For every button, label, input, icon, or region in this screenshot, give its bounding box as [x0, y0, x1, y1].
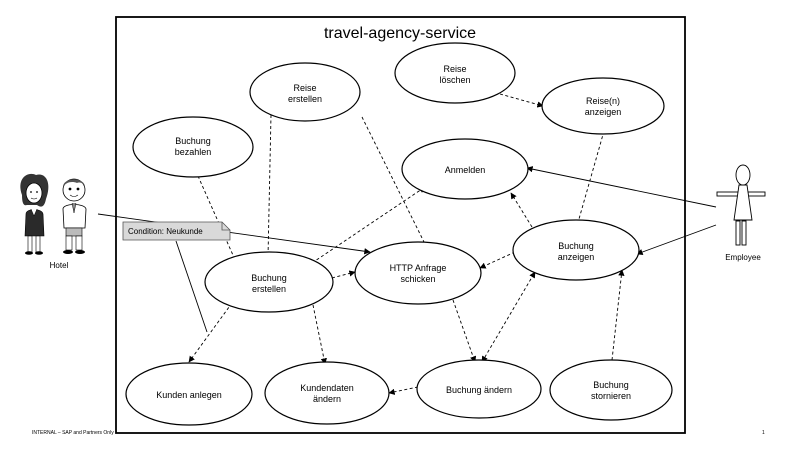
- svg-text:löschen: löschen: [439, 75, 470, 85]
- footer-classification: INTERNAL – SAP and Partners Only: [32, 430, 114, 436]
- usecase-kunden-anlegen[interactable]: Kunden anlegen: [125, 362, 253, 426]
- svg-text:HTTP Anfrage: HTTP Anfrage: [390, 263, 447, 273]
- svg-text:schicken: schicken: [400, 274, 435, 284]
- usecase-buchung-stornieren[interactable]: Buchung stornieren: [549, 359, 673, 421]
- employee-actor-icon: [716, 164, 766, 246]
- assoc-employee-anmelden: [526, 166, 717, 208]
- hotel-actor-label: Hotel: [50, 261, 69, 270]
- assoc-hotel-http: [97, 213, 371, 255]
- dep-reise-loeschen-reise-anzeigen: [499, 93, 544, 108]
- assoc-employee-buchung-anzeigen: [636, 224, 717, 256]
- usecase-reise-erstellen[interactable]: Reise erstellen: [249, 62, 361, 122]
- footer-page-number: 1: [762, 430, 765, 436]
- svg-text:bezahlen: bezahlen: [175, 147, 212, 157]
- svg-text:Kunden anlegen: Kunden anlegen: [156, 390, 222, 400]
- dep-stornieren-buchung-anzeigen: [611, 269, 625, 361]
- svg-text:Buchung: Buchung: [593, 380, 629, 390]
- condition-note-text: Condition: Neukunde: [128, 227, 203, 236]
- svg-text:anzeigen: anzeigen: [585, 107, 622, 117]
- svg-text:ändern: ändern: [313, 394, 341, 404]
- note-anchor-line: [175, 240, 208, 333]
- svg-text:erstellen: erstellen: [252, 284, 286, 294]
- svg-text:stornieren: stornieren: [591, 391, 631, 401]
- usecase-buchung-bezahlen[interactable]: Buchung bezahlen: [132, 116, 254, 178]
- svg-text:Reise: Reise: [443, 64, 466, 74]
- svg-text:Kundendaten: Kundendaten: [300, 383, 354, 393]
- dep-buchung-aendern-kundendaten: [388, 386, 419, 395]
- hotel-actor-icon: [20, 173, 87, 255]
- svg-text:anzeigen: anzeigen: [558, 252, 595, 262]
- condition-note: Condition: Neukunde: [122, 221, 231, 241]
- svg-text:Buchung: Buchung: [251, 273, 287, 283]
- svg-text:Reise: Reise: [293, 83, 316, 93]
- svg-text:Buchung: Buchung: [558, 241, 594, 251]
- dep-buchung-anzeigen-http: [479, 251, 516, 269]
- svg-text:Anmelden: Anmelden: [445, 165, 486, 175]
- usecase-reise-loeschen[interactable]: Reise löschen: [394, 42, 516, 104]
- usecase-buchung-erstellen[interactable]: Buchung erstellen: [204, 251, 334, 313]
- employee-actor-label: Employee: [725, 253, 761, 262]
- dep-buchung-erstellen-http: [331, 270, 356, 279]
- svg-text:Buchung ändern: Buchung ändern: [446, 385, 512, 395]
- svg-text:erstellen: erstellen: [288, 94, 322, 104]
- dep-reise-erstellen-buchung-erstellen: [264, 114, 272, 258]
- usecase-http-anfrage-schicken[interactable]: HTTP Anfrage schicken: [354, 241, 482, 305]
- dep-buchung-aendern-buchung-anzeigen: [481, 271, 536, 363]
- usecase-kundendaten-aendern[interactable]: Kundendaten ändern: [264, 361, 390, 425]
- dep-bezahlen-buchung-erstellen: [197, 175, 237, 263]
- svg-text:Reise(n): Reise(n): [586, 96, 620, 106]
- usecase-buchung-anzeigen[interactable]: Buchung anzeigen: [512, 219, 640, 281]
- dep-buchung-erstellen-kunden-anlegen: [188, 302, 233, 363]
- usecase-buchung-aendern[interactable]: Buchung ändern: [416, 359, 542, 419]
- usecase-reise-anzeigen[interactable]: Reise(n) anzeigen: [541, 77, 665, 135]
- system-title: travel-agency-service: [324, 25, 476, 42]
- dep-buchung-erstellen-anmelden: [311, 186, 426, 264]
- dep-buchung-anzeigen-anmelden: [510, 192, 533, 228]
- dep-reise-erstellen-http: [361, 116, 426, 245]
- dep-buchung-erstellen-kundendaten: [312, 304, 327, 365]
- svg-text:Buchung: Buchung: [175, 136, 211, 146]
- usecase-anmelden[interactable]: Anmelden: [401, 138, 529, 200]
